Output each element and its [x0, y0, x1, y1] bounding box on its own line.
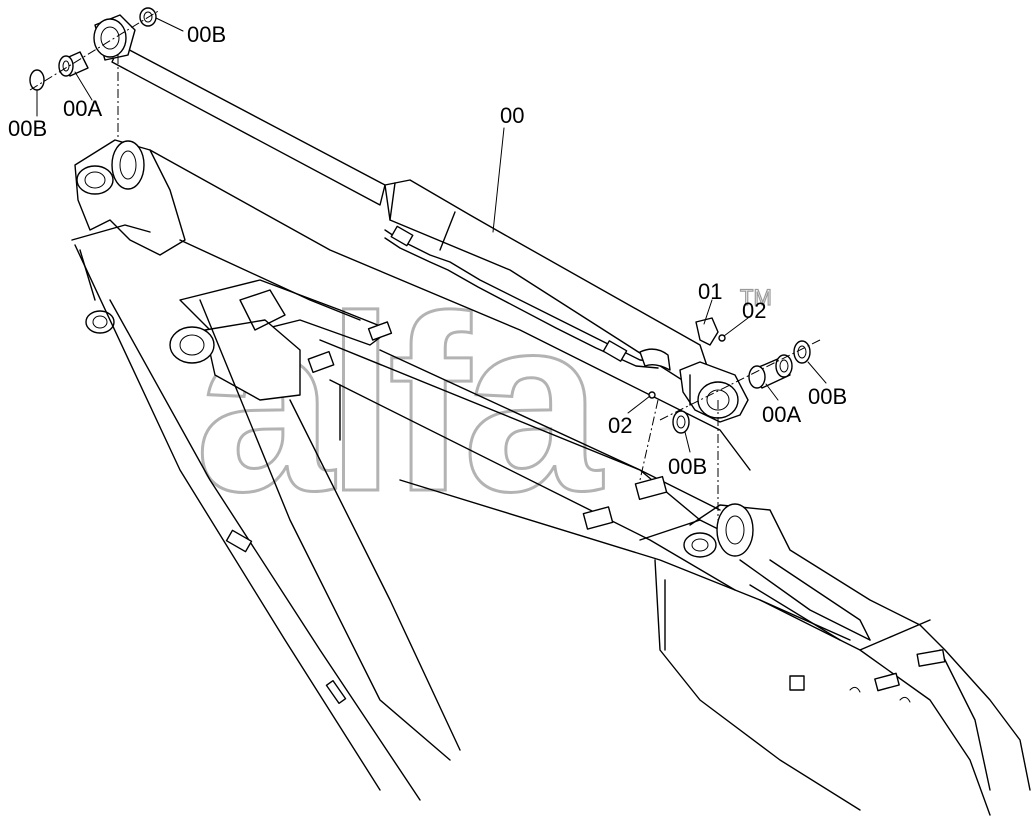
label-ring-top-right: 00B	[187, 22, 226, 47]
watermark: alfa TM	[194, 263, 773, 545]
ring-00b-bottom	[672, 410, 690, 434]
leader-lines	[36, 17, 827, 453]
label-fitting: 01	[698, 279, 722, 304]
watermark-text: alfa	[195, 264, 604, 543]
label-ring-right: 00B	[808, 384, 847, 409]
assembly-centerlines	[29, 9, 821, 520]
watermark-trademark: TM	[740, 285, 772, 310]
boom-cylinder	[93, 14, 749, 423]
label-cylinder: 00	[500, 103, 524, 128]
label-ring-top-left: 00B	[8, 116, 47, 141]
label-bush-top: 00A	[63, 96, 102, 121]
label-ring-bottom: 00B	[668, 454, 707, 479]
fitting-01	[695, 317, 719, 346]
label-seal-lower: 02	[608, 413, 632, 438]
label-bush-right: 00A	[762, 402, 801, 427]
label-seal-upper: 02	[742, 298, 766, 323]
ring-00b-right	[793, 340, 811, 364]
seal-02-upper	[718, 334, 726, 342]
ring-00b-left	[29, 69, 45, 91]
seal-02-lower	[648, 391, 656, 399]
part-labels: 00 00B 00A 00B 01 02 02 00A 00B 00B	[8, 22, 847, 479]
small-parts	[29, 7, 811, 434]
boom-structure	[71, 139, 1031, 816]
